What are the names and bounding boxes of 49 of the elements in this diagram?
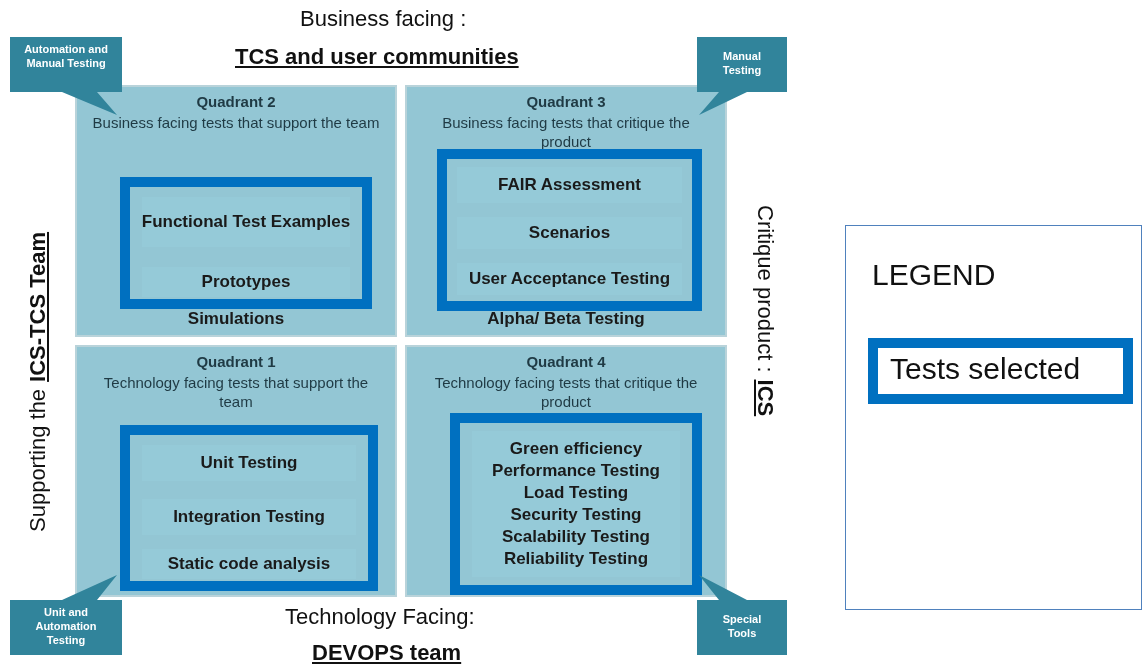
callout-text: Unit and Automation Testing (34, 604, 98, 647)
legend-text: Tests selected (890, 352, 1081, 386)
selection-frame (450, 413, 702, 595)
axis-label: DEVOPS team (312, 640, 462, 666)
quadrant-panel (75, 85, 397, 337)
axis-label: ICS-TCS Team (25, 231, 51, 382)
test-name: Alpha/ Beta Testing (486, 309, 646, 329)
test-name: Scenarios (528, 222, 611, 244)
test-name: Static code analysis (167, 553, 331, 575)
selection-frame (120, 177, 372, 309)
test-name: Unit Testing (200, 452, 298, 474)
test-name: Green efficiency (509, 438, 643, 460)
test-name: Reliability Testing (503, 548, 649, 570)
quadrant-heading: Quadrant 4 (525, 353, 607, 370)
selection-frame (437, 149, 702, 311)
quadrant-description: Business facing tests that support the team (91, 113, 381, 132)
test-name: FAIR Assessment (498, 174, 641, 196)
quadrant-description: Technology facing tests that critique the product (433, 373, 699, 411)
quadrant-heading: Quadrant 1 (195, 353, 277, 370)
callout-text: Automation and Manual Testing (23, 41, 109, 70)
callout-bubble (697, 37, 787, 115)
quadrant-panel (75, 345, 397, 597)
selection-frame (120, 425, 378, 591)
axis-label: Supporting the (25, 388, 51, 532)
quadrant-heading: Quadrant 3 (525, 93, 607, 110)
axis-label: ICS (752, 379, 778, 417)
callout-bubble (697, 575, 787, 655)
test-name: Scalability Testing (502, 526, 650, 548)
quadrant-panel (405, 345, 727, 597)
test-name: User Acceptance Testing (468, 268, 671, 290)
callout-text: Special Tools (721, 611, 763, 640)
axis-label: Technology Facing: (285, 604, 475, 630)
callout-bubble (10, 575, 122, 655)
legend-title: LEGEND (872, 258, 996, 292)
axis-label: TCS and user communities (235, 44, 519, 70)
test-name: Load Testing (523, 482, 629, 504)
axis-label: Business facing : (300, 6, 467, 32)
quadrant-panel (405, 85, 727, 337)
quadrant-description: Business facing tests that critique the product (441, 113, 691, 151)
test-name: Performance Testing (492, 460, 660, 482)
test-name: Integration Testing (173, 506, 325, 528)
test-name: Prototypes (201, 271, 291, 293)
quadrant-heading: Quadrant 2 (195, 93, 277, 110)
callout-text: Manual Testing (721, 48, 763, 77)
test-name: Security Testing (510, 504, 642, 526)
axis-label: Critique product : (752, 205, 778, 373)
test-name: Simulations (186, 309, 286, 329)
test-name: Functional Test Examples (141, 211, 351, 233)
quadrant-description: Technology facing tests that support the team (102, 373, 370, 411)
